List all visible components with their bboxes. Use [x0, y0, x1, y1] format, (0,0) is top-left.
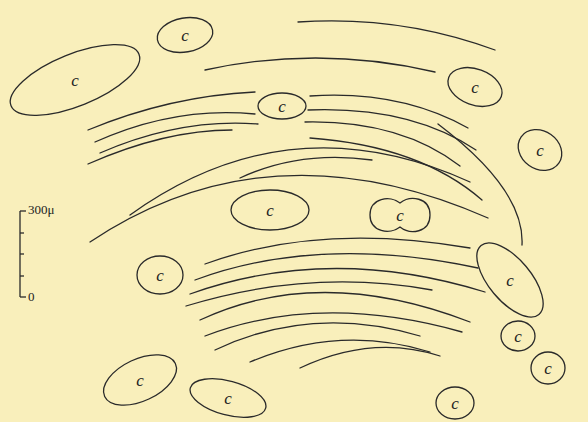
cell-letter: c — [514, 328, 522, 345]
cell-letter: c — [471, 79, 479, 96]
cell-letter: c — [536, 142, 544, 159]
cell-outline: c — [230, 189, 310, 231]
cell-outline: c — [188, 380, 268, 416]
cell-outline: c — [530, 351, 566, 385]
cell-letter: c — [506, 272, 514, 289]
cell-outline: c — [156, 17, 214, 53]
cell-outline: c — [136, 255, 184, 295]
cell-outline: c — [100, 358, 180, 402]
cell-letter: c — [156, 267, 164, 284]
scale-bar — [20, 211, 26, 297]
cell-outline: c — [464, 258, 556, 302]
cell-letter: c — [181, 27, 189, 44]
cell-outline: c — [435, 386, 475, 420]
cell-outline: c — [257, 92, 307, 120]
cell-letter: c — [396, 207, 404, 224]
cell-letter: c — [266, 202, 274, 219]
cell-letter: c — [136, 372, 144, 389]
cell-letter: c — [544, 360, 552, 377]
cell-letter: c — [224, 390, 232, 407]
cell-outline: c — [446, 68, 504, 106]
cell-letter: c — [278, 98, 286, 115]
cell-outline: c — [367, 195, 433, 235]
cell-outline: c — [500, 320, 536, 352]
cell-letter: c — [451, 395, 459, 412]
cell-outline: c — [516, 130, 564, 170]
scale-label: 300μ — [28, 203, 54, 216]
scale-label: 0 — [28, 290, 35, 303]
cell-outline: c — [5, 53, 145, 107]
cell-letter: c — [71, 72, 79, 89]
